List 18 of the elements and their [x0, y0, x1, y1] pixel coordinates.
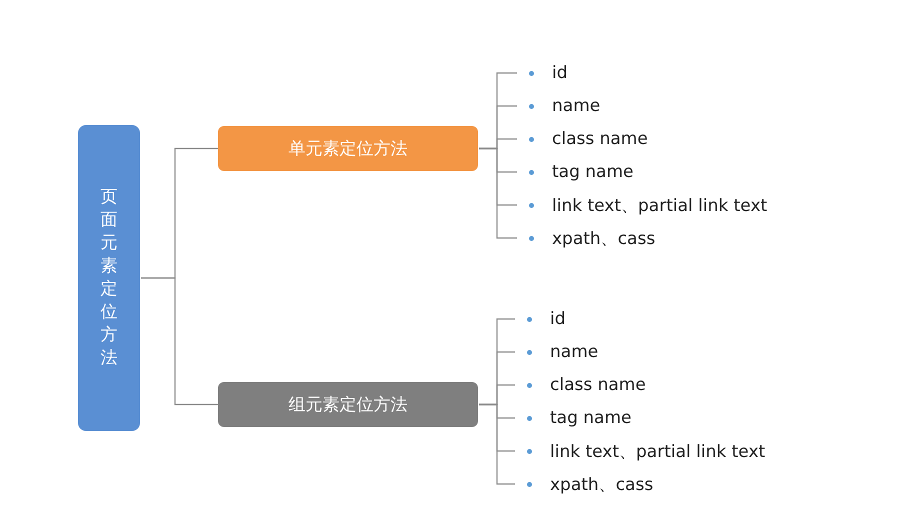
bracket-connector: [141, 277, 218, 406]
list-item-text: tag name: [550, 408, 632, 428]
list-item-text: id: [550, 309, 566, 329]
list-item-text: xpath、cass: [550, 474, 654, 496]
list-item-text: class name: [552, 129, 648, 149]
bracket-connector: [479, 148, 517, 239]
root-topic-box: 页面元素定位方法: [78, 125, 140, 431]
list-item-text: xpath、cass: [552, 228, 656, 250]
list-item-text: id: [552, 63, 568, 83]
list-item-text: tag name: [552, 162, 634, 182]
bracket-connector: [479, 404, 515, 485]
list-item-text: class name: [550, 375, 646, 395]
list-item-text: link text、partial link text: [550, 440, 766, 462]
category-box: 单元素定位方法: [218, 126, 478, 171]
list-item-text: name: [550, 342, 598, 362]
list-item-text: link text、partial link text: [552, 194, 768, 216]
category-box: 组元素定位方法: [218, 382, 478, 427]
list-item-text: name: [552, 96, 600, 116]
